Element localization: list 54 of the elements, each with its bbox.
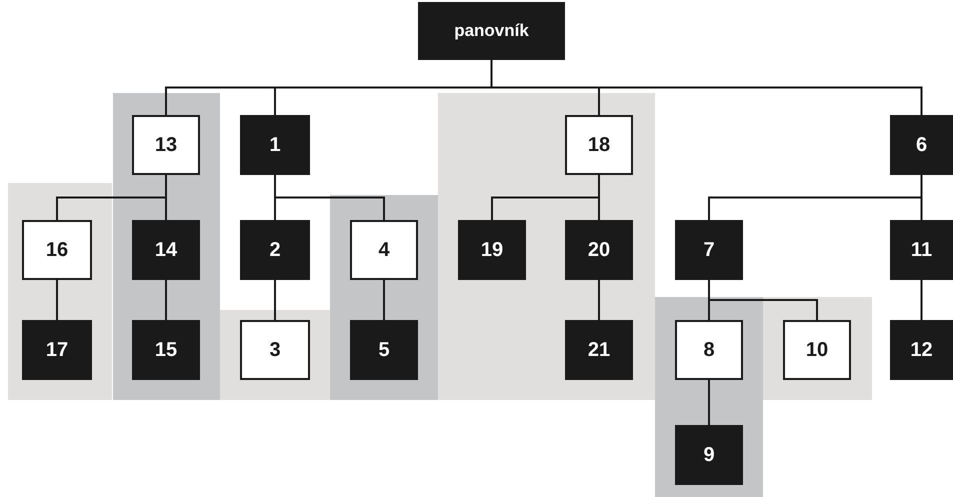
box-label: 8: [703, 338, 715, 362]
connector-line: [598, 280, 600, 320]
org-box: [565, 220, 633, 280]
box-label: 7: [703, 238, 715, 262]
org-box: [22, 320, 92, 380]
box-label: 5: [378, 338, 390, 362]
connector-line: [274, 280, 276, 320]
connector-line: [165, 280, 167, 320]
org-box: [132, 220, 200, 280]
connector-line: [383, 280, 385, 320]
org-box: [675, 320, 743, 380]
org-box: [240, 320, 310, 380]
org-box: [350, 220, 418, 280]
box-label: 9: [703, 444, 715, 466]
org-box: [565, 320, 633, 380]
org-box: [240, 115, 310, 175]
box-label: 21: [588, 338, 610, 362]
box-label: 20: [588, 238, 610, 262]
org-box: [240, 220, 310, 280]
box-label: 13: [154, 134, 178, 156]
box-label: 17: [46, 338, 68, 362]
box-label: 11: [910, 238, 932, 262]
org-box: [890, 220, 953, 280]
org-box: [890, 320, 953, 380]
org-box: [350, 320, 418, 380]
connector-line: [165, 175, 167, 220]
connector-line: [920, 175, 922, 220]
box-label: 19: [480, 238, 504, 262]
org-box: [458, 220, 526, 280]
org-box: [418, 2, 565, 60]
connector-line: [920, 280, 922, 320]
box-label: 6: [916, 134, 928, 156]
box-label: 14: [154, 238, 178, 262]
box-label: 18: [588, 134, 610, 156]
connector-line: [598, 175, 600, 220]
box-label: 4: [378, 238, 390, 262]
box-label: 2: [269, 238, 281, 262]
connector-line: [708, 380, 710, 425]
org-box: [783, 320, 851, 380]
box-label: 1: [269, 134, 281, 156]
org-box: [675, 220, 743, 280]
box-label: 12: [910, 338, 933, 362]
box-label: 3: [269, 338, 281, 362]
org-box: [675, 425, 743, 485]
org-box: [565, 115, 633, 175]
connector-line: [56, 280, 58, 320]
org-box: [890, 115, 953, 175]
box-label: panovník: [454, 21, 529, 41]
org-box: [22, 220, 92, 280]
org-box: [132, 320, 200, 380]
org-box: [132, 115, 200, 175]
box-label: 15: [154, 338, 178, 362]
box-label: 10: [806, 338, 828, 362]
box-label: 16: [46, 238, 68, 262]
